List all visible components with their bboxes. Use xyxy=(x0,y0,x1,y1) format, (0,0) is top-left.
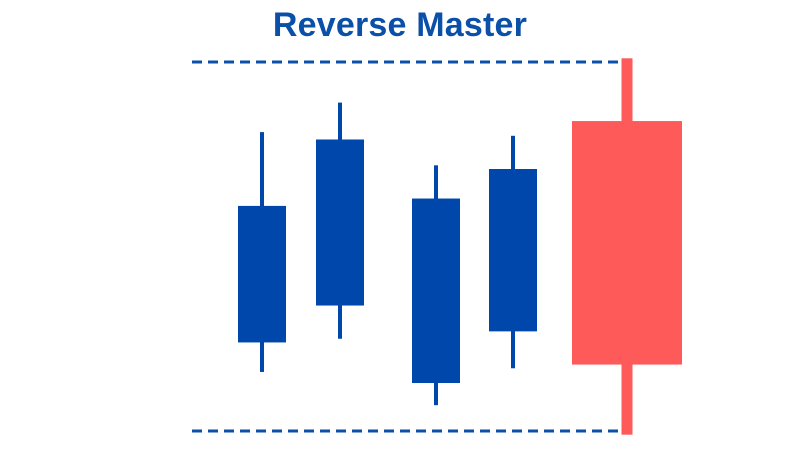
chart-title: Reverse Master xyxy=(272,6,528,44)
candle-5-body xyxy=(572,121,682,365)
candle-4-body xyxy=(489,169,537,332)
candle-3-body xyxy=(412,198,460,384)
candle-2-body xyxy=(316,139,364,306)
candle-1-body xyxy=(238,205,286,343)
